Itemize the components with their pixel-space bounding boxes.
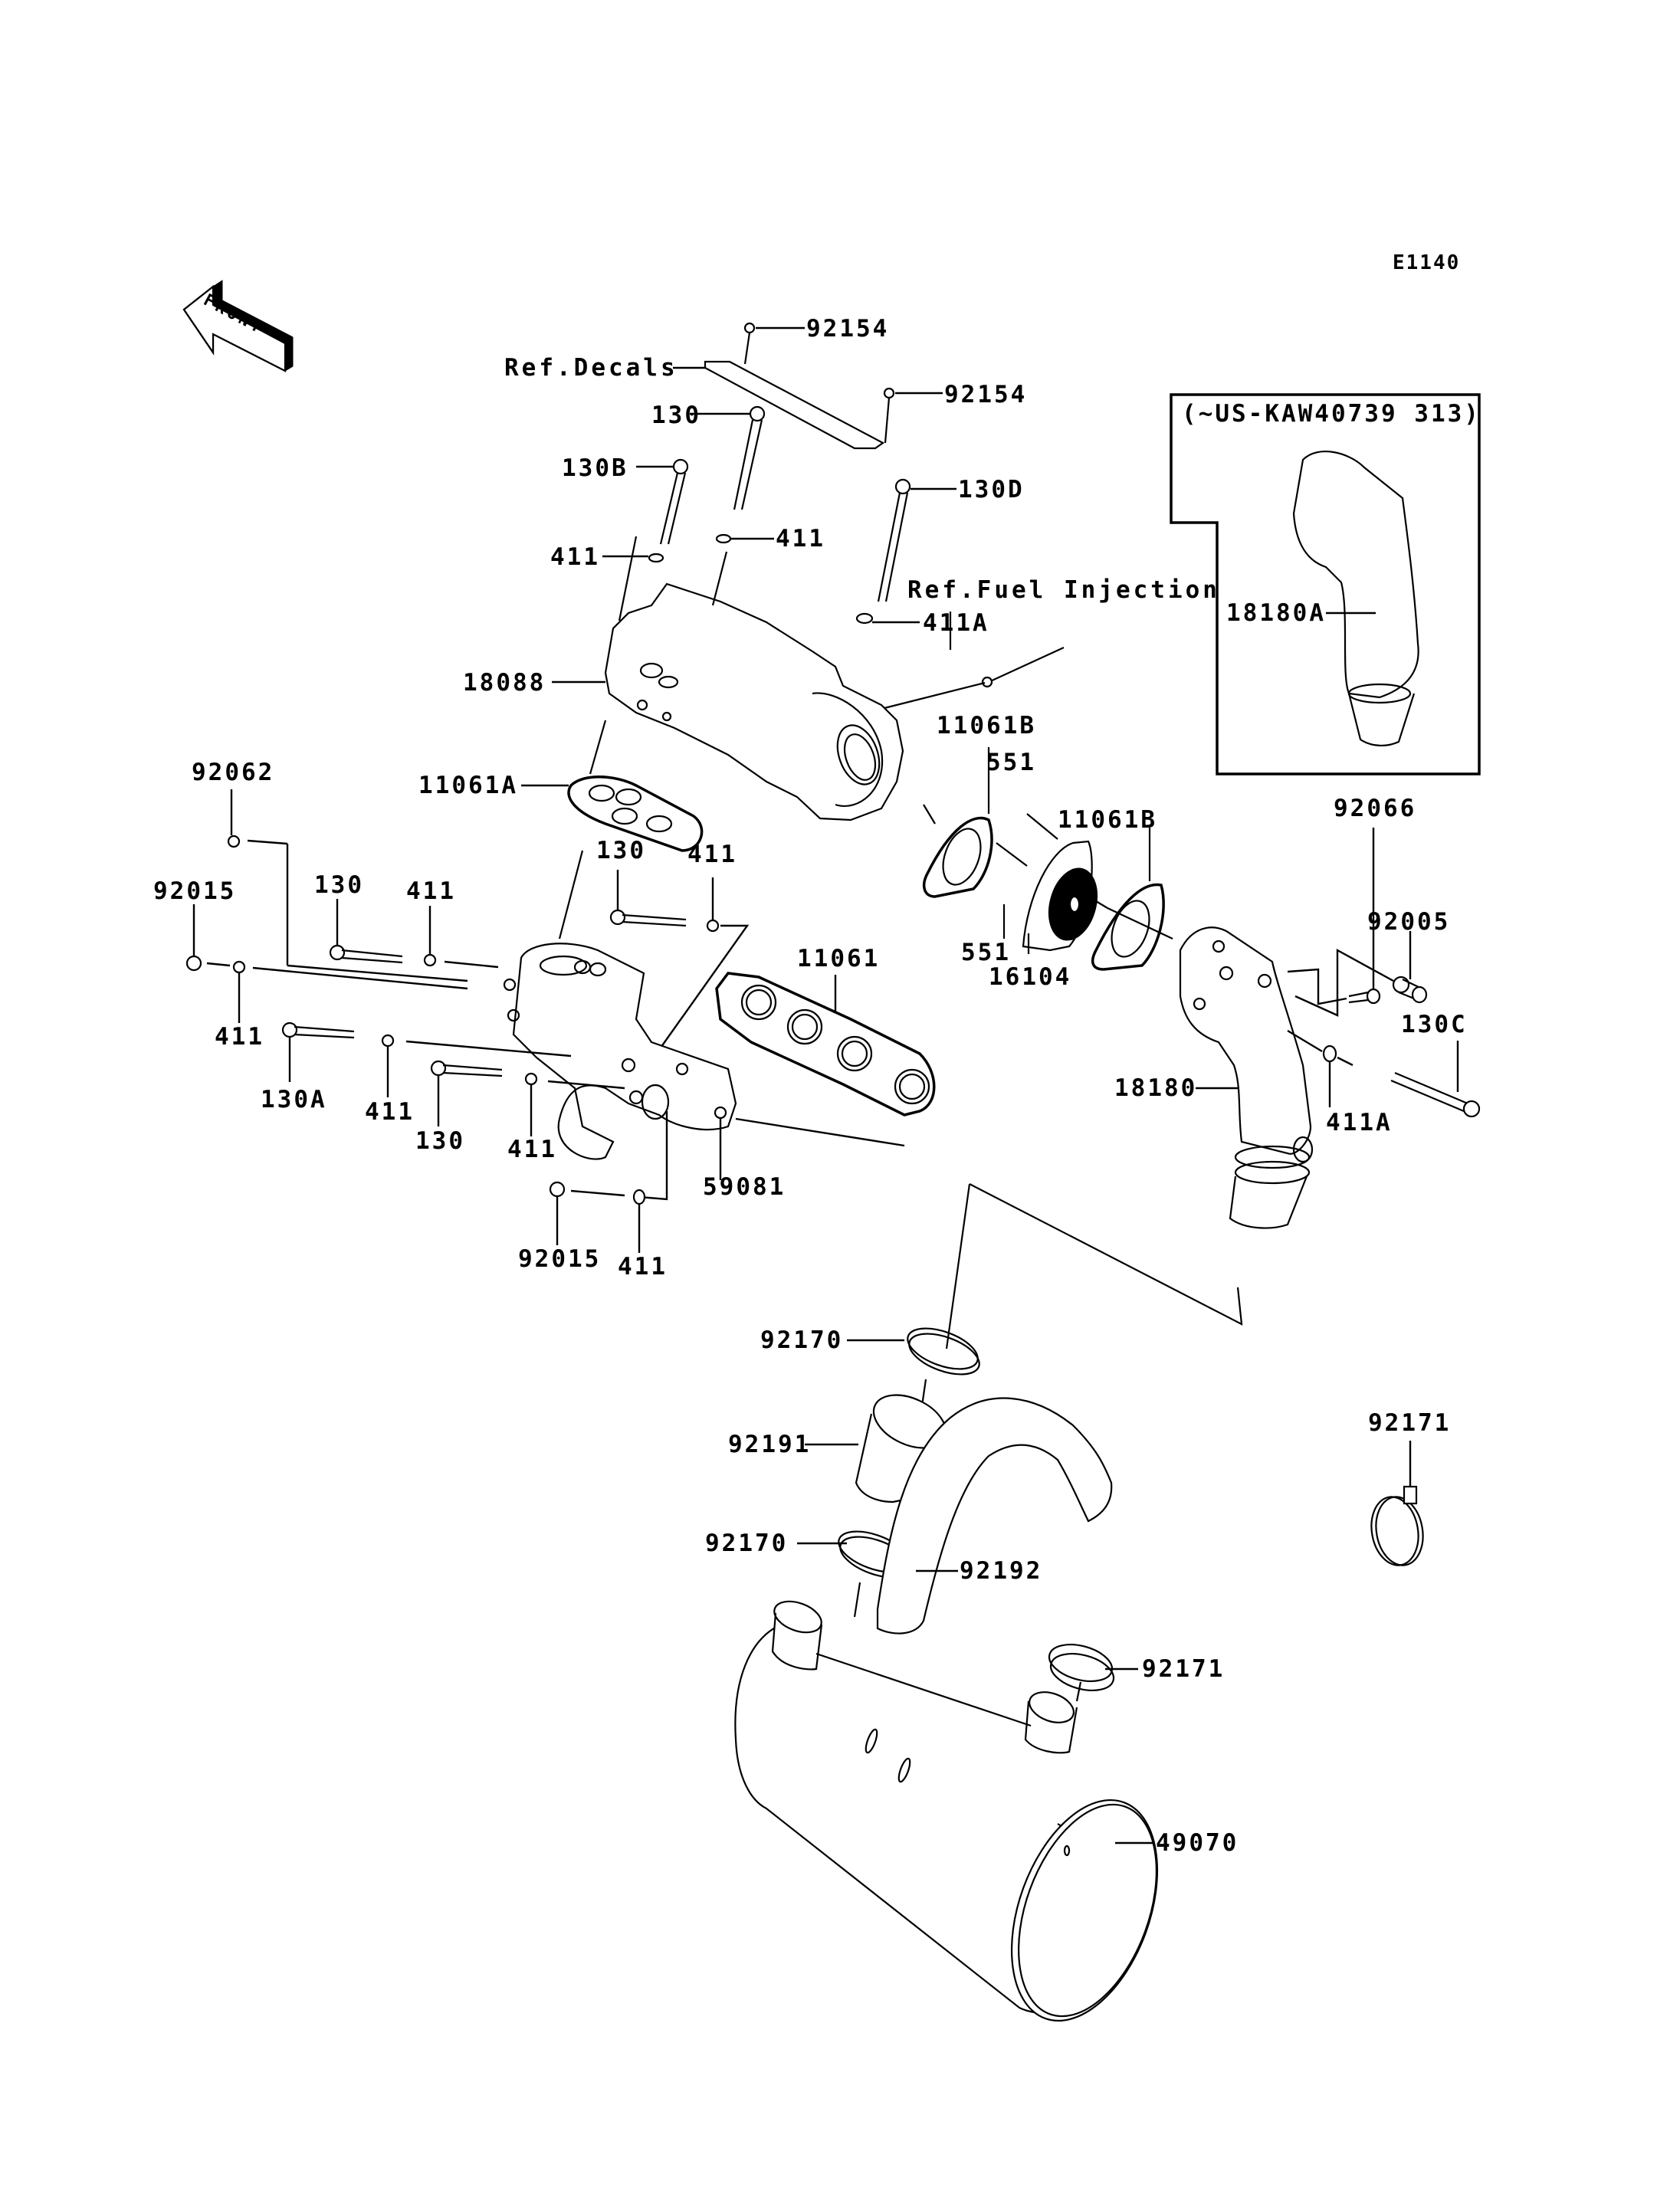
gasket-11061A (521, 720, 704, 939)
bolt-92066 (1287, 828, 1381, 1005)
hose-clamp-92170-top (847, 1327, 980, 1376)
part-label-92062[interactable]: 92062 (192, 759, 275, 786)
part-label-411[interactable]: 411 (776, 525, 825, 553)
part-label-11061B[interactable]: 11061B (937, 712, 1036, 739)
part-label-16104[interactable]: 16104 (989, 963, 1072, 991)
bolt-92062 (227, 789, 468, 982)
part-label-92005[interactable]: 92005 (1367, 908, 1451, 936)
part-label-130A[interactable]: 130A (261, 1086, 327, 1113)
part-label-130C[interactable]: 130C (1401, 1011, 1468, 1038)
bolt-130D (877, 478, 956, 602)
bolt-130A (281, 1021, 355, 1082)
bolt-130-left (329, 899, 403, 964)
part-label-92192[interactable]: 92192 (960, 1557, 1043, 1585)
hose-92192 (876, 1397, 1113, 1635)
hose-92191 (805, 1394, 949, 1503)
gasket-11061B-right (1091, 828, 1165, 971)
part-label-411[interactable]: 411 (365, 1098, 415, 1126)
part-label-411A[interactable]: 411A (923, 609, 989, 637)
part-label-92170[interactable]: 92170 (760, 1326, 844, 1354)
elbow-18180 (1107, 907, 1314, 1229)
cover-16104 (996, 813, 1108, 954)
part-label-92066[interactable]: 92066 (1334, 795, 1417, 822)
hose-clamp-92171-right (1370, 1441, 1424, 1566)
part-label-92015[interactable]: 92015 (153, 877, 237, 905)
part-label-130[interactable]: 130 (314, 871, 364, 899)
gasket-11061B-left (922, 747, 993, 898)
part-label-11061B[interactable]: 11061B (1058, 806, 1157, 834)
part-label-411[interactable]: 411 (550, 543, 600, 571)
bolt-130-mid (609, 870, 687, 927)
bolt-130C (1390, 1041, 1481, 1118)
part-label-551[interactable]: 551 (986, 749, 1036, 776)
decal-plate (673, 322, 943, 450)
fitting-92005 (1294, 931, 1428, 1017)
part-label-411[interactable]: 411 (618, 1253, 668, 1280)
part-label-11061[interactable]: 11061 (797, 945, 881, 972)
part-label-411[interactable]: 411 (687, 841, 737, 868)
part-label-130D[interactable]: 130D (958, 476, 1025, 503)
hose-clamp-92171-bottom (1048, 1644, 1138, 1691)
inset-title: (~US-KAW40739 313) (1182, 400, 1481, 428)
part-label-411A[interactable]: 411A (1326, 1109, 1393, 1136)
exhaust-pipe-59081 (503, 943, 905, 1201)
part-label-92154[interactable]: 92154 (806, 315, 890, 343)
part-label-130B[interactable]: 130B (562, 454, 628, 482)
part-label-130[interactable]: 130 (596, 837, 646, 864)
bolt-130 (690, 405, 766, 510)
bolt-130-low (430, 1060, 503, 1126)
part-label-92015[interactable]: 92015 (518, 1245, 602, 1273)
ref-decals-link[interactable]: Ref.Decals (504, 354, 678, 382)
part-label-411[interactable]: 411 (406, 877, 456, 905)
part-label-92171[interactable]: 92171 (1368, 1409, 1452, 1437)
gasket-11061 (715, 972, 936, 1117)
exhaust-manifold-18088 (552, 536, 904, 821)
front-arrow-icon (182, 280, 294, 372)
diagram-code: E1140 (1393, 251, 1461, 274)
part-label-18180A[interactable]: 18180A (1226, 599, 1326, 627)
part-label-411[interactable]: 411 (507, 1136, 557, 1163)
part-label-92191[interactable]: 92191 (728, 1431, 812, 1458)
part-label-18088[interactable]: 18088 (463, 669, 546, 697)
part-label-130[interactable]: 130 (651, 402, 701, 429)
part-label-92154[interactable]: 92154 (944, 381, 1028, 408)
elbow-18180A (1292, 451, 1419, 746)
part-label-92170[interactable]: 92170 (705, 1530, 789, 1557)
part-label-59081[interactable]: 59081 (703, 1173, 786, 1201)
part-label-49070[interactable]: 49070 (1156, 1829, 1239, 1857)
muffler-49070 (734, 1600, 1159, 2022)
part-label-11061A[interactable]: 11061A (418, 772, 518, 799)
bolt-130B (636, 458, 689, 545)
part-label-411[interactable]: 411 (215, 1023, 264, 1051)
ref-fuel-injection-link[interactable]: Ref.Fuel Injection (907, 576, 1220, 604)
part-label-551[interactable]: 551 (961, 939, 1011, 966)
part-label-130[interactable]: 130 (415, 1127, 465, 1155)
part-label-92171[interactable]: 92171 (1142, 1655, 1226, 1683)
part-label-18180[interactable]: 18180 (1114, 1074, 1198, 1102)
